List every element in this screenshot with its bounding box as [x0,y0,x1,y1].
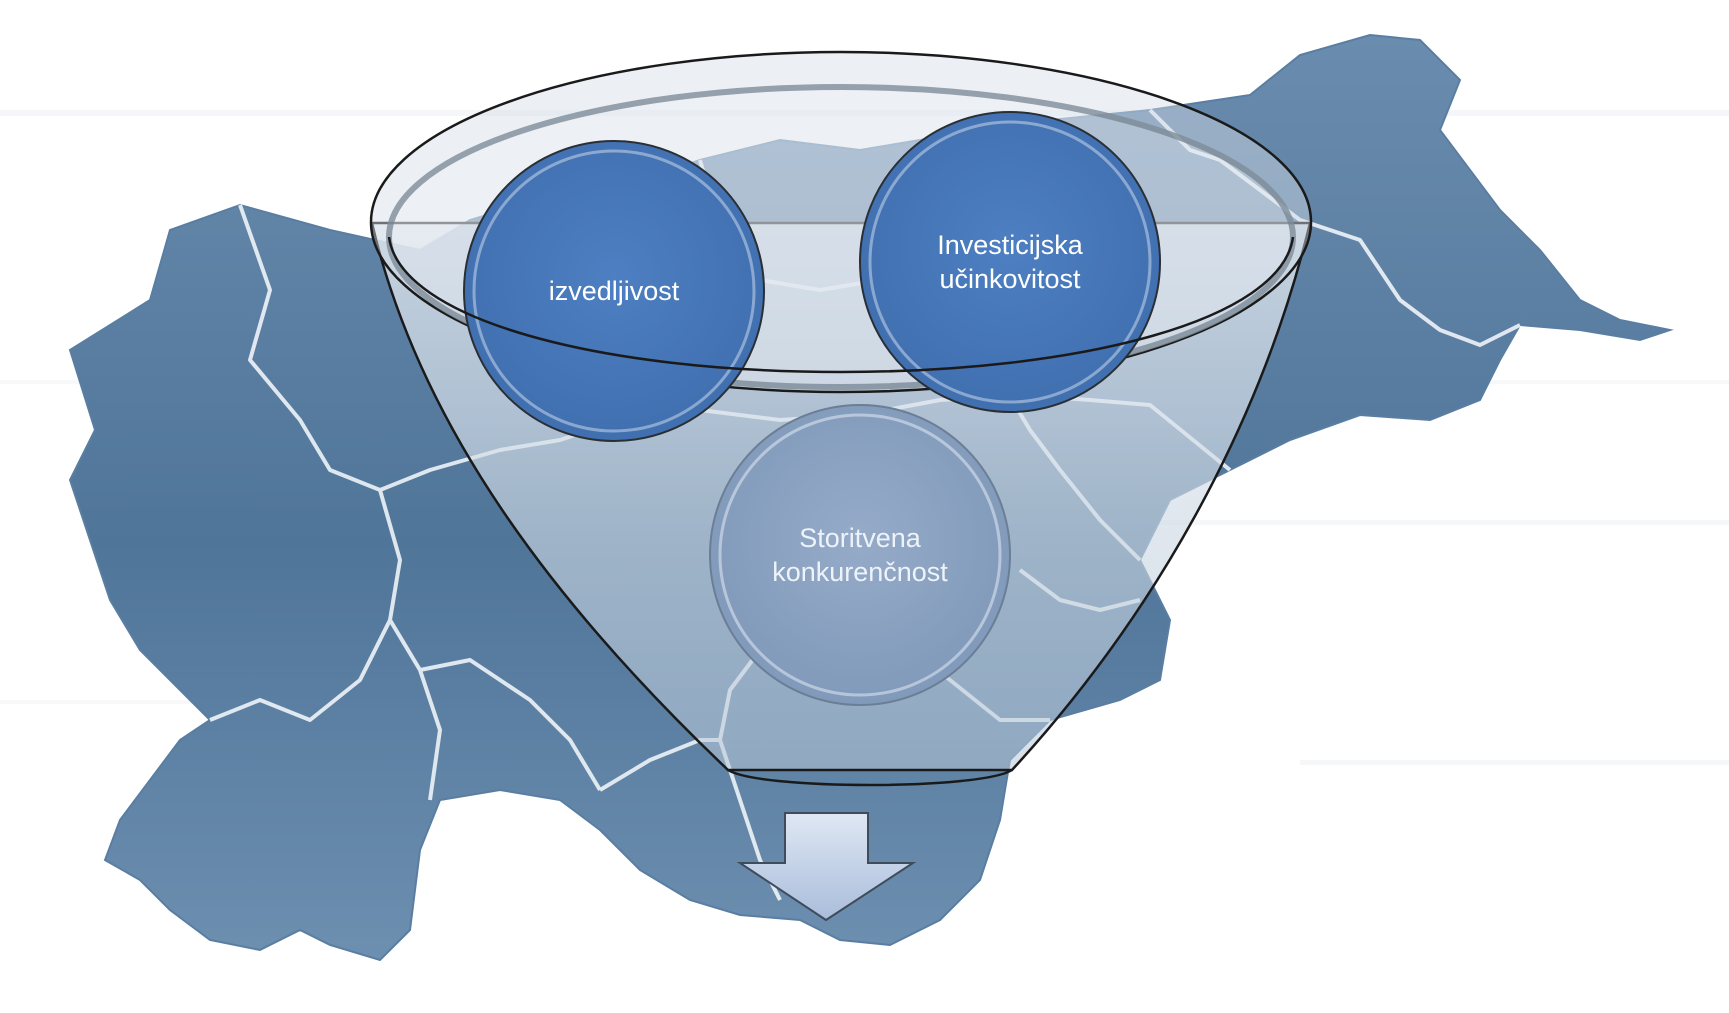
item-label-investicijska: Investicijska učinkovitost [937,230,1083,294]
funnel-items [463,111,1161,706]
circle-investicijska [859,111,1161,413]
circle-storitvena [709,404,1011,706]
circle-storitvena-highlight [718,413,1002,697]
circle-izvedljivost [463,140,765,442]
down-arrow-icon [736,812,917,922]
item-label-storitvena: Storitvena konkurenčnost [772,523,948,587]
item-label-izvedljivost: izvedljivost [548,276,680,306]
funnel-bottom [727,768,1013,787]
circle-investicijska-highlight [868,120,1152,404]
funnel-rim-front [387,236,1295,374]
circle-izvedljivost-highlight [472,149,756,433]
